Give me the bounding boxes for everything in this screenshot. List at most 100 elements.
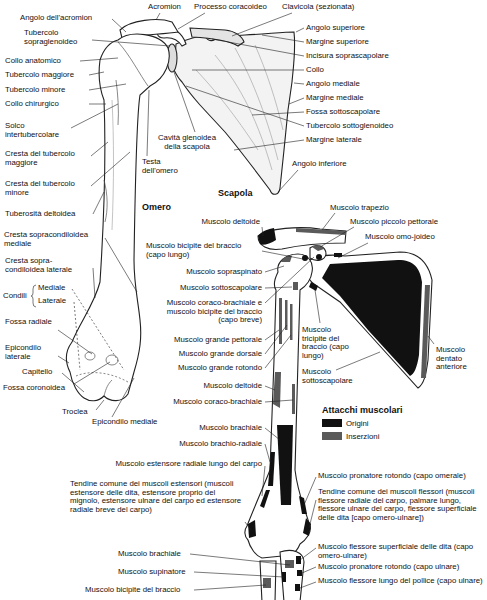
part-label: Troclea [62, 408, 96, 417]
muscle-label: Muscolo supinatore [118, 568, 194, 577]
insertion-mark [312, 245, 324, 251]
muscle-label: Muscolo deltoide [150, 382, 262, 391]
part-label: Fossa radiale [5, 318, 55, 327]
part-label: Acromion [148, 3, 188, 12]
scapula-drawing [174, 32, 295, 194]
muscle-label: Muscolo brachio-radiale [150, 440, 262, 449]
humerus-drawing-2 [260, 561, 276, 600]
muscle-label: Muscolo pronatore rotondo (capo omerale) [318, 472, 484, 481]
muscle-label: Muscolo deltoide [150, 218, 260, 227]
part-label: Cresta sopracondiloidea mediale [4, 231, 102, 248]
part-label: Fossa sottoscapolare [306, 108, 416, 117]
muscle-label: Muscolo bicipite del braccio (capo lungo… [146, 242, 260, 259]
part-label: Angolo inferiore [292, 160, 382, 169]
insertion-mark [292, 384, 295, 414]
muscle-label: Muscolo dentato anteriore [436, 346, 484, 372]
part-label: Angolo superiore [306, 24, 406, 33]
muscle-label: Muscolo coraco-brachiale [150, 398, 262, 407]
muscle-label: Muscolo sottoscapolare [302, 368, 364, 385]
part-label: Cavità glenoidea della scapola [150, 134, 224, 151]
humerus-details [112, 100, 114, 230]
origin-mark [295, 584, 300, 591]
legend-text: Origini [346, 419, 369, 428]
insertion-mark [263, 578, 271, 588]
leader-lines [72, 289, 124, 370]
muscle-label: Tendine comune dei muscoli estensori (mu… [70, 480, 242, 514]
part-label: Tubercolo sottoglenoideo [306, 122, 421, 131]
muscle-label: Muscolo grande pettorale [150, 336, 262, 345]
insertion-mark [285, 560, 294, 568]
insertion-mark [290, 304, 293, 340]
muscle-label: Muscolo piccolo pettorale [350, 218, 470, 227]
origin-mark [260, 490, 270, 508]
origin-mark [248, 520, 256, 538]
legend-row: Origini [322, 419, 369, 428]
origin-mark [299, 496, 307, 514]
origin-mark [268, 452, 275, 486]
humerus-drawing [66, 34, 169, 401]
muscle-label: Muscolo coraco-brachiale e muscolo bicip… [160, 299, 262, 325]
humerus-drawing [66, 34, 169, 401]
muscle-label: Muscolo trapezio [330, 204, 430, 213]
legend-swatch [322, 432, 342, 440]
part-label: Fossa coronoidea [3, 384, 73, 393]
origin-mark [302, 255, 308, 261]
part-label: Tubercolo sopraglenoideo [24, 29, 90, 46]
humerus-drawing-2 [280, 550, 304, 600]
bone-title: Scapola [218, 188, 268, 198]
leader-lines [31, 285, 36, 307]
part-label: Tubercolo minore [5, 86, 87, 95]
clavicle-acromion-2 [258, 228, 346, 250]
origin-mark [309, 282, 318, 291]
legend-text: Inserzioni [346, 432, 379, 441]
origin-mark [322, 260, 422, 376]
part-label: Processo coracoideo [194, 3, 278, 12]
part-label: Clavicola (sezionata) [282, 3, 374, 12]
scapula-hatching [235, 48, 278, 160]
muscle-label: Muscolo brachiale [150, 424, 262, 433]
part-label: Cresta sopra- condiloidea laterale [5, 257, 91, 274]
scapula-drawing [167, 32, 295, 194]
humerus-details [116, 80, 118, 125]
muscle-label: Tendine comune dei muscoli flessori (mus… [318, 488, 484, 522]
muscle-label: Muscolo grande dorsale [150, 350, 262, 359]
muscle-label: Muscolo estensore radiale lungo del carp… [76, 460, 262, 469]
muscle-label: Muscolo brachiale [118, 550, 190, 559]
origin-mark [258, 228, 276, 245]
legend-row: Inserzioni [322, 432, 379, 441]
origin-mark [322, 260, 422, 376]
muscle-label: Muscolo sottoscapolare [150, 284, 262, 293]
part-label: Tuberosità deltoidea [5, 210, 91, 219]
muscle-label: Muscolo pronatore rotondo (capo ulnare) [318, 563, 484, 572]
muscle-label: Muscolo grande rotondo [150, 364, 262, 373]
part-label: Epicondilo laterale [5, 344, 57, 361]
part-label: Tubercolo maggiore [5, 71, 87, 80]
leader-lines [58, 13, 304, 417]
part-label: Epicondilo mediale [92, 418, 172, 427]
part-label: Condili [3, 292, 31, 301]
humerus-details [104, 180, 107, 222]
part-label: Margine mediale [306, 94, 406, 103]
origin-mark [277, 425, 293, 505]
part-label: Collo anatomico [5, 57, 77, 66]
humerus-details [118, 42, 148, 86]
part-label: Margine superiore [306, 38, 406, 47]
muscle-label: Muscolo bicipite del braccio [85, 586, 193, 595]
muscle-label: Muscolo flessore lungo del pollice (capo… [318, 577, 484, 586]
origin-mark [303, 518, 311, 536]
part-label: Cresta del tubercolo minore [5, 180, 89, 197]
part-label: Angolo dell'acromion [20, 14, 112, 23]
insertion-mark [421, 285, 430, 378]
muscle-label: Muscolo sopraspinato [150, 268, 262, 277]
insertion-mark [293, 282, 298, 290]
muscle-label: Muscolo flessore superficiale delle dita… [318, 543, 484, 560]
part-label: Margine laterale [306, 136, 406, 145]
insertion-mark [279, 298, 282, 344]
part-label: Mediale [38, 284, 70, 293]
insertion-mark [296, 228, 346, 235]
part-label: Angolo mediale [306, 80, 406, 89]
part-label: Solco intertubercolare [5, 122, 69, 139]
part-label: Incisura soprascapolare [306, 52, 416, 61]
part-label: Testa dell'omero [142, 158, 190, 175]
